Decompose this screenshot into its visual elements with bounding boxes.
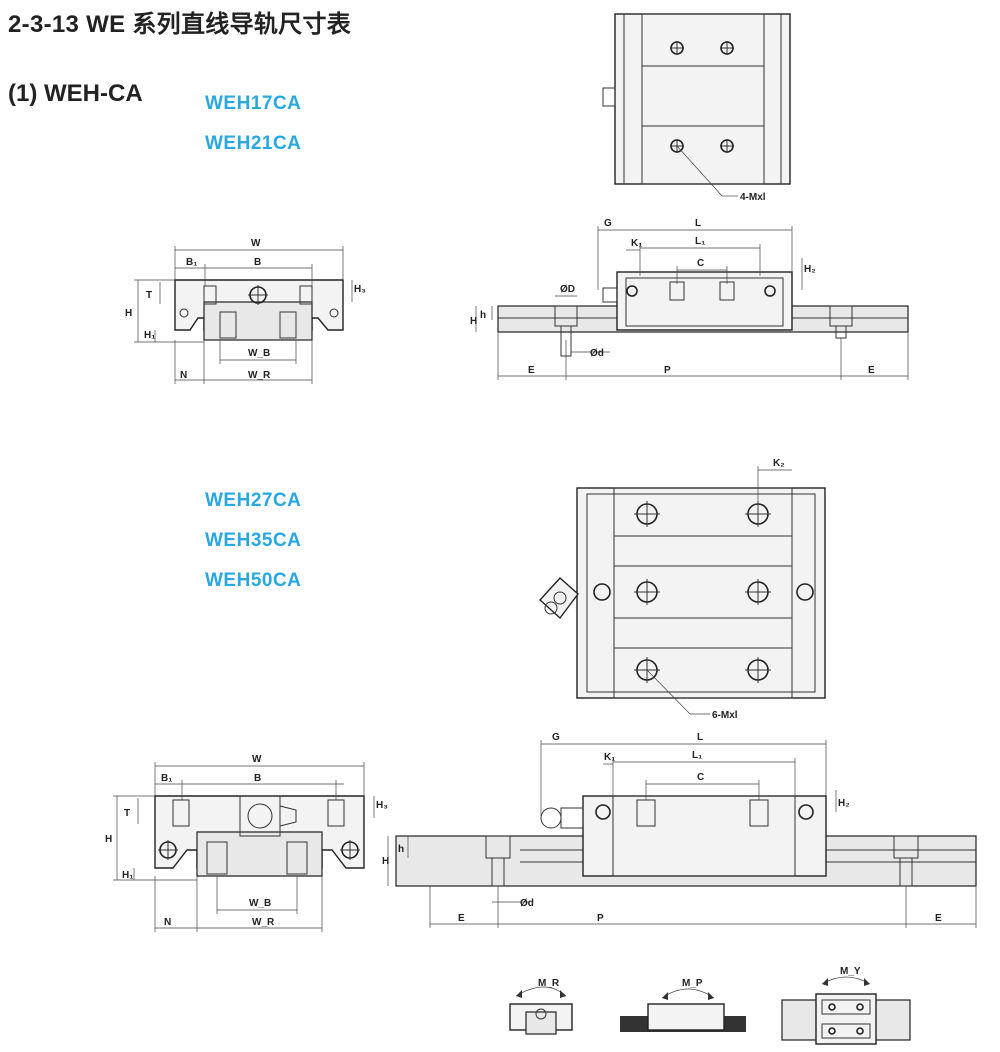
- model-weh27ca: WEH27CA: [205, 490, 302, 511]
- dim-G: G: [604, 218, 612, 229]
- dim-d: Ød: [590, 348, 604, 359]
- moment-mp-label: M_P: [682, 978, 703, 989]
- dim-H2-2: H₂: [838, 798, 850, 809]
- mxl-label: 4-Mxl: [740, 192, 766, 203]
- dim-B-2: B: [254, 773, 261, 784]
- dim-H3-2: H₃: [376, 800, 388, 811]
- dim-HR: H: [470, 316, 477, 327]
- dim-WB-2: W_B: [249, 898, 271, 909]
- moment-my-label: M_Y: [840, 966, 861, 977]
- moment-mr-icon: M_R: [509, 978, 573, 1035]
- dim-G-2: G: [552, 732, 560, 743]
- side-view-small: G L L₁ K₁ C H₂ ØD Ød H h E P E: [470, 218, 909, 380]
- dim-h-2: h: [398, 844, 404, 855]
- page-title: 2-3-13 WE 系列直线导轨尺寸表: [8, 11, 352, 38]
- dim-HR-2: H: [382, 856, 389, 867]
- dim-C: C: [697, 258, 704, 269]
- grease-nipple-icon: [540, 807, 584, 829]
- dim-N: N: [180, 370, 187, 381]
- dim-H-2: H: [105, 834, 112, 845]
- mxl-label-6: 6-Mxl: [712, 710, 738, 721]
- dim-E-left-2: E: [458, 913, 465, 924]
- dim-WR: W_R: [248, 370, 271, 381]
- dim-K1-2: K₁: [604, 752, 615, 763]
- dim-L-2: L: [697, 732, 703, 743]
- dim-E-left: E: [528, 365, 535, 376]
- dim-T: T: [146, 290, 152, 301]
- dim-L: L: [695, 218, 701, 229]
- dim-D: ØD: [560, 284, 575, 295]
- side-view-large: G L L₁ K₁ C H₂ H h Ød E P E: [382, 732, 977, 928]
- dim-P: P: [664, 365, 671, 376]
- top-view-large: K₂ 6-Mxl: [539, 458, 826, 721]
- dim-E-right-2: E: [935, 913, 942, 924]
- dim-H1: H₁: [144, 330, 155, 341]
- dim-B1-2: B₁: [161, 773, 172, 784]
- dim-L1: L₁: [695, 236, 705, 247]
- model-weh21ca: WEH21CA: [205, 133, 302, 154]
- dim-T-2: T: [124, 808, 130, 819]
- model-weh17ca: WEH17CA: [205, 93, 302, 114]
- dim-P-2: P: [597, 913, 604, 924]
- dim-H: H: [125, 308, 132, 319]
- dim-H2: H₂: [804, 264, 816, 275]
- dim-W-2: W: [252, 754, 262, 765]
- section-title: (1) WEH-CA: [8, 80, 143, 107]
- moment-my-icon: M_Y: [781, 966, 911, 1045]
- moment-mp-icon: M_P: [620, 978, 746, 1032]
- dim-B: B: [254, 257, 261, 268]
- model-weh50ca: WEH50CA: [205, 570, 302, 591]
- mount-hole-icon: [634, 501, 771, 683]
- model-weh35ca: WEH35CA: [205, 530, 302, 551]
- top-view-small: 4-Mxl: [602, 13, 791, 203]
- dim-d-2: Ød: [520, 898, 534, 909]
- dim-WB: W_B: [248, 348, 270, 359]
- dim-C-2: C: [697, 772, 704, 783]
- dim-E-right: E: [868, 365, 875, 376]
- dim-W: W: [251, 238, 261, 249]
- dim-K1: K₁: [631, 238, 642, 249]
- front-view-small: W B₁ B H T H₁ H₃ W_B N W_R: [125, 238, 366, 384]
- dim-WR-2: W_R: [252, 917, 275, 928]
- moment-mr-label: M_R: [538, 978, 560, 989]
- dim-H3: H₃: [354, 284, 366, 295]
- dim-B1: B₁: [186, 257, 197, 268]
- dim-H1-2: H₁: [122, 870, 133, 881]
- dim-h: h: [480, 310, 486, 321]
- grease-nipple-icon: [539, 577, 579, 620]
- dim-N-2: N: [164, 917, 171, 928]
- dim-K2: K₂: [773, 458, 785, 469]
- dim-L1-2: L₁: [692, 750, 702, 761]
- front-view-large: W B₁ B H T H₁ H₃ W_B N W_R: [105, 754, 388, 932]
